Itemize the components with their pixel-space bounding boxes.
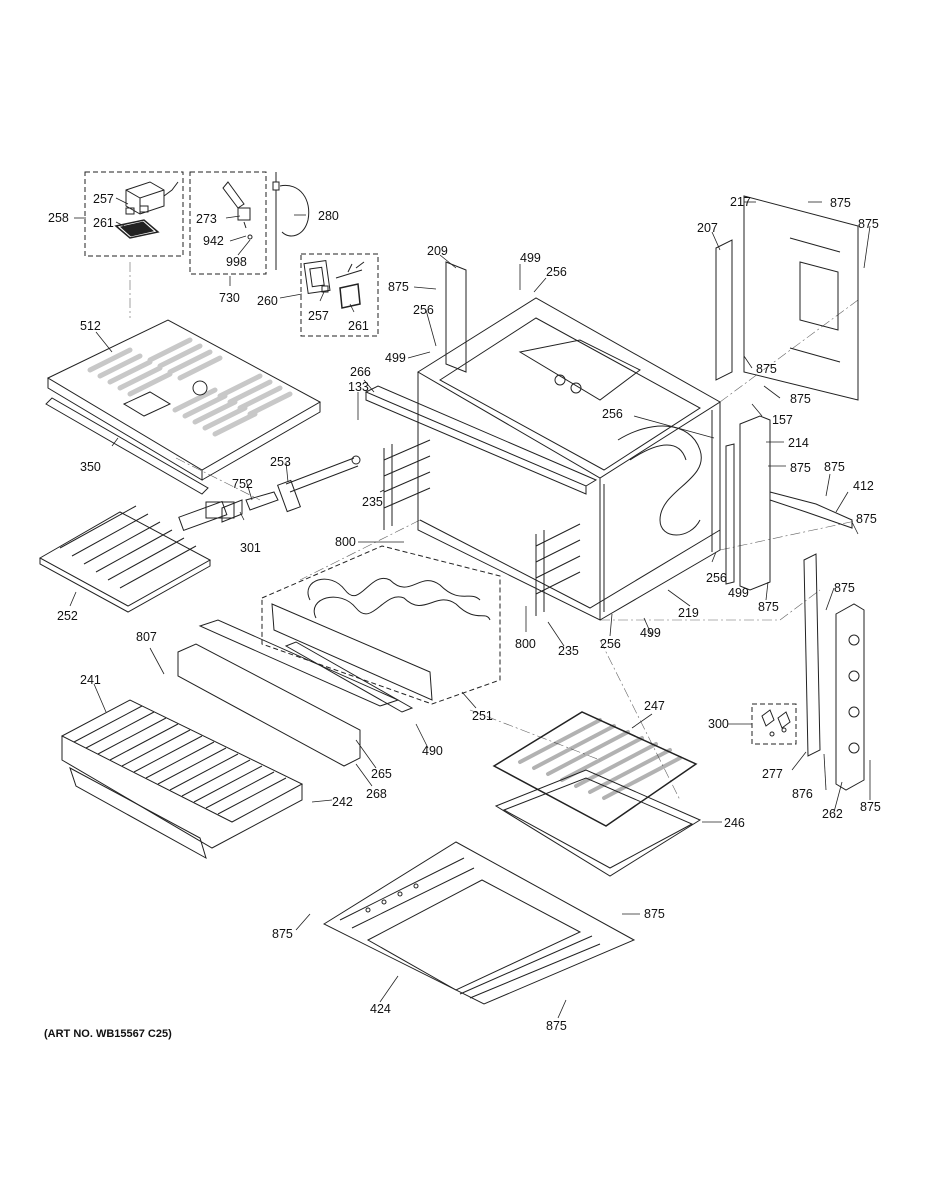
label-246: 246 xyxy=(724,816,745,830)
label-875g: 875 xyxy=(824,460,845,474)
bottom-shield xyxy=(45,319,322,495)
label-235b: 235 xyxy=(558,644,579,658)
label-301: 301 xyxy=(240,541,261,555)
label-214: 214 xyxy=(788,436,809,450)
label-300: 300 xyxy=(708,717,729,731)
label-251: 251 xyxy=(472,709,493,723)
label-253: 253 xyxy=(270,455,291,469)
label-424: 424 xyxy=(370,1002,391,1016)
label-257: 257 xyxy=(93,192,114,206)
broil-pan xyxy=(494,769,702,877)
door-switch-box xyxy=(300,253,379,337)
label-247: 247 xyxy=(644,699,665,713)
label-875c: 875 xyxy=(858,217,879,231)
label-262: 262 xyxy=(822,807,843,821)
label-800b: 800 xyxy=(515,637,536,651)
label-257b: 257 xyxy=(308,309,329,323)
label-242: 242 xyxy=(332,795,353,809)
side-rail-214 xyxy=(725,415,771,591)
side-panel-209 xyxy=(445,261,467,373)
label-875j: 875 xyxy=(834,581,855,595)
label-512: 512 xyxy=(80,319,101,333)
label-875e: 875 xyxy=(790,392,811,406)
side-trim-277 xyxy=(803,553,821,757)
leader-lines xyxy=(69,197,871,1019)
broil-element-box xyxy=(261,545,501,705)
oven-cavity xyxy=(417,297,721,621)
label-235: 235 xyxy=(362,495,383,509)
art-number: (ART NO. WB15567 C25) xyxy=(44,1028,172,1040)
label-350: 350 xyxy=(80,460,101,474)
front-frame xyxy=(364,385,598,495)
label-875: 875 xyxy=(388,280,409,294)
temperature-sensor-box xyxy=(189,171,267,275)
label-752: 752 xyxy=(232,477,253,491)
label-261b: 261 xyxy=(348,319,369,333)
label-256b: 256 xyxy=(413,303,434,317)
oven-rack xyxy=(60,699,304,860)
bake-element xyxy=(38,500,235,613)
label-875f: 875 xyxy=(790,461,811,475)
label-252: 252 xyxy=(57,609,78,623)
label-260: 260 xyxy=(257,294,278,308)
label-412: 412 xyxy=(853,479,874,493)
rear-panel-217 xyxy=(743,195,859,401)
sensor-kit-box xyxy=(84,171,184,257)
label-258: 258 xyxy=(48,211,69,225)
probe-253 xyxy=(276,455,361,513)
vent-trim-262 xyxy=(835,603,865,791)
label-800: 800 xyxy=(335,535,356,549)
label-219: 219 xyxy=(678,606,699,620)
label-499: 499 xyxy=(520,251,541,265)
label-209: 209 xyxy=(427,244,448,258)
label-207: 207 xyxy=(697,221,718,235)
label-490: 490 xyxy=(422,744,443,758)
label-133: 133 xyxy=(348,380,369,394)
label-998: 998 xyxy=(226,255,247,269)
label-875i: 875 xyxy=(758,600,779,614)
part-labels: 258 257 261 273 942 998 730 280 260 257 … xyxy=(48,192,881,1033)
label-265: 265 xyxy=(371,767,392,781)
label-256e: 256 xyxy=(600,637,621,651)
label-273: 273 xyxy=(196,212,217,226)
label-875m: 875 xyxy=(272,927,293,941)
label-499c: 499 xyxy=(728,586,749,600)
label-499b: 499 xyxy=(385,351,406,365)
bracket-kit-300 xyxy=(751,703,797,745)
label-807: 807 xyxy=(136,630,157,644)
broil-pan-grid xyxy=(492,711,698,827)
rack-supports xyxy=(383,439,581,616)
label-875l: 875 xyxy=(644,907,665,921)
label-241: 241 xyxy=(80,673,101,687)
label-875k: 875 xyxy=(860,800,881,814)
label-280: 280 xyxy=(318,209,339,223)
label-875b: 875 xyxy=(830,196,851,210)
label-256: 256 xyxy=(546,265,567,279)
label-256c: 256 xyxy=(602,407,623,421)
label-277: 277 xyxy=(762,767,783,781)
label-261: 261 xyxy=(93,216,114,230)
assembly-lines xyxy=(129,262,861,801)
probe-sensor xyxy=(272,172,310,270)
plate-301 xyxy=(221,499,243,523)
label-730: 730 xyxy=(219,291,240,305)
bracket-412 xyxy=(769,491,853,529)
label-268: 268 xyxy=(366,787,387,801)
label-875d: 875 xyxy=(756,362,777,376)
label-217: 217 xyxy=(730,195,751,209)
side-panel-207 xyxy=(715,239,733,381)
label-266: 266 xyxy=(350,365,371,379)
part-752 xyxy=(245,491,279,511)
rail-490 xyxy=(284,641,414,713)
label-875h: 875 xyxy=(856,512,877,526)
label-875n: 875 xyxy=(546,1019,567,1033)
bottom-tray xyxy=(322,841,636,1005)
label-942: 942 xyxy=(203,234,224,248)
rail-268 xyxy=(177,643,361,767)
label-256d: 256 xyxy=(706,571,727,585)
label-876: 876 xyxy=(792,787,813,801)
label-499d: 499 xyxy=(640,626,661,640)
label-157: 157 xyxy=(772,413,793,427)
